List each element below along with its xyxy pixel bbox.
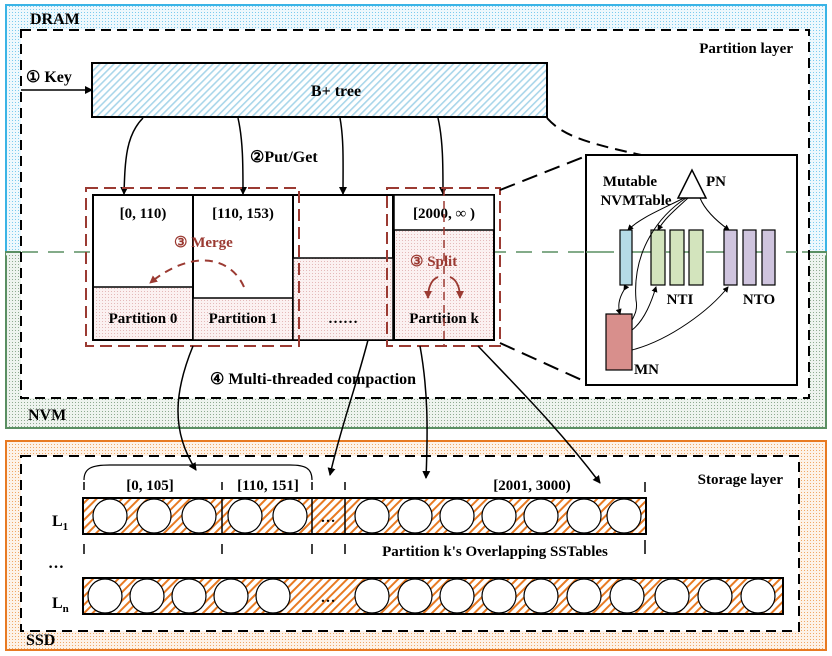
sstable-circle (171, 578, 207, 614)
mn-to-nti-arrow (631, 286, 658, 331)
l1-range-1: [110, 151] (237, 478, 299, 494)
sstable-circle (397, 498, 433, 534)
sstable-circle (227, 498, 263, 534)
l1-range-k: [2001, 3000) (493, 478, 571, 494)
compaction-arrow-0 (177, 345, 197, 471)
sstable-circle (136, 498, 172, 534)
partition-0[interactable] (92, 194, 194, 341)
mutable-nvmtable-block (619, 229, 633, 286)
step-split-label: ③ Split (410, 254, 457, 270)
nto-label: NTO (743, 292, 775, 308)
step-key-label: ① Key (26, 69, 72, 86)
ssd-label: SSD (26, 632, 55, 649)
step-putget-label: ②Put/Get (250, 149, 318, 166)
level-ln-letter: L (52, 595, 63, 612)
pn-to-mutable-arrow (627, 197, 685, 231)
step-compaction-label: ④ Multi-threaded compaction (210, 371, 416, 388)
level-ln-sub: n (63, 603, 69, 615)
sstable-circle (566, 498, 602, 534)
mutable-label-line1: Mutable (603, 174, 658, 190)
pn-triangle-icon (676, 168, 708, 199)
mn-to-nto-arrow (631, 286, 729, 351)
split-arrow-right (449, 276, 464, 299)
nti-label: NTI (667, 292, 694, 308)
sstable-circle (740, 578, 776, 614)
sstable-circle (354, 578, 390, 614)
compaction-arrow-k-right (477, 345, 601, 484)
sstable-circle (523, 578, 559, 614)
compaction-arrow-k-left (419, 345, 431, 479)
sstable-circle (87, 578, 123, 614)
bptree-to-pk-arrow (437, 117, 447, 195)
level-l1-letter: L (52, 513, 63, 530)
merge-arrow (149, 259, 245, 288)
sstable-circle (609, 578, 645, 614)
nvm-label: NVM (28, 407, 66, 424)
nto-block (761, 229, 776, 286)
sstable-circle (181, 498, 217, 534)
mutable-label-line2: NVMTable (600, 193, 671, 209)
sstable-circle (439, 498, 475, 534)
level-l1-sstables (92, 498, 642, 534)
sstable-circle (213, 578, 249, 614)
nto-block (742, 229, 757, 286)
l1-brace (83, 464, 313, 481)
sstable-circle (481, 578, 517, 614)
pn-to-nti-arrow (657, 197, 689, 231)
sstable-circle (439, 578, 475, 614)
bptree-box (91, 62, 548, 118)
bptree-to-p0-arrow (120, 117, 144, 195)
l1-range-0: [0, 105] (126, 478, 174, 494)
compaction-arrow-mid (327, 339, 369, 476)
partition-0-label: Partition 0 (109, 311, 178, 327)
pn-to-mn-link (631, 197, 687, 321)
mn-block (605, 313, 633, 371)
detail-zoom-line-top (499, 155, 587, 191)
sstable-circle (272, 498, 308, 534)
sstable-circle (481, 498, 517, 534)
sstable-circle (697, 578, 733, 614)
level-l1-label: L1 (52, 513, 68, 533)
nti-block (688, 229, 704, 286)
nto-block (723, 229, 738, 286)
dram-label: DRAM (30, 11, 80, 28)
level-ln-label: Ln (52, 595, 69, 615)
sstable-circle (129, 578, 165, 614)
partition-layer-label: Partition layer (699, 41, 793, 57)
l1-range-ticks (83, 482, 646, 554)
partition-0-range: [0, 110) (120, 206, 167, 222)
ln-ellipsis: … (321, 590, 336, 606)
pn-label: PN (706, 174, 726, 190)
nti-block (669, 229, 685, 286)
sstable-circle (523, 498, 559, 534)
level-l1-sub: 1 (63, 521, 69, 533)
sstable-circle (397, 578, 433, 614)
sstable-circle (654, 578, 690, 614)
partition-1[interactable] (192, 194, 294, 341)
mn-label: MN (634, 362, 659, 378)
mutable-mn-arrow (615, 284, 630, 315)
l1-ellipsis: … (321, 510, 336, 526)
pn-to-nto-arrow (699, 197, 730, 231)
sstable-circle (354, 498, 390, 534)
partition-middle-label: …… (328, 311, 358, 327)
sstable-circle (255, 578, 291, 614)
level-ln-sstables (87, 578, 776, 614)
overlap-note: Partition k's Overlapping SSTables (382, 544, 608, 560)
partition-1-label: Partition 1 (209, 311, 278, 327)
detail-zoom-line-bottom (499, 342, 587, 383)
step-merge-label: ③ Merge (174, 235, 233, 251)
split-arrow-left (424, 276, 439, 299)
nti-block (650, 229, 666, 286)
sstable-circle (566, 578, 602, 614)
storage-layer-label: Storage layer (698, 472, 784, 488)
bptree-to-p1-arrow (237, 117, 247, 195)
bptree-label: B+ tree (311, 83, 361, 100)
sstable-circle (606, 498, 642, 534)
partition-1-range: [110, 153) (212, 206, 274, 222)
bptree-to-pmid-arrow (339, 117, 348, 195)
sstable-circle (92, 498, 128, 534)
level-ellipsis-label: … (48, 555, 64, 572)
